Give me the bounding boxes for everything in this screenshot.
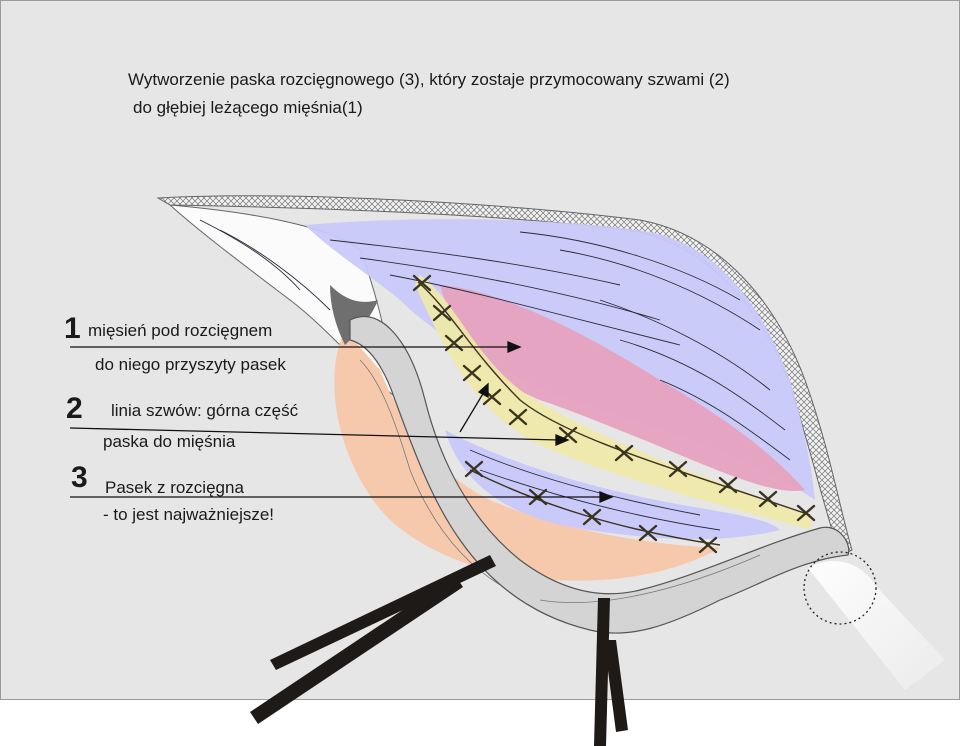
retractor-handle-4 (604, 640, 628, 732)
fat-peach (334, 330, 720, 581)
label-3-line-2: - to jest najważniejsze! (103, 505, 275, 524)
retractor-blade (349, 315, 850, 634)
fascia-strip-yellow (415, 275, 812, 530)
suture-line-lower (469, 469, 721, 546)
pointer-lines (69, 341, 614, 503)
fascia-blue-lower (445, 430, 780, 540)
suture-stitches-lower (464, 460, 718, 554)
label-2-line-1: linia szwów: górna część (111, 401, 299, 420)
retractor-handle-1 (270, 555, 496, 670)
retractor-handle-3 (594, 598, 610, 746)
label-1-line-2: do niego przyszyty pasek (95, 355, 286, 374)
suture-line-upper (417, 281, 811, 516)
caption-line-2: do głębiej leżącego mięśnia(1) (133, 98, 363, 117)
suture-stitches-upper (412, 274, 816, 522)
label-3-line-1: Pasek z rozcięgna (105, 478, 244, 497)
retractor-handle-2 (250, 575, 463, 724)
deep-tissue-grey (330, 285, 378, 345)
muscle-pink (440, 285, 805, 491)
diagram-caption: Wytworzenie paska rozcięgnowego (3), któ… (128, 66, 730, 122)
light-source-ring (803, 551, 877, 625)
label-2-number: 2 (66, 392, 83, 425)
light-beam-icon (808, 561, 945, 690)
label-1-number: 1 (64, 312, 81, 345)
label-3-number: 3 (71, 461, 88, 494)
label-2-line-2: paska do mięśnia (103, 432, 236, 451)
fiber-lines (199, 219, 791, 531)
label-1-line-1: mięsień pod rozcięgnem (88, 321, 273, 340)
caption-line-1: Wytworzenie paska rozcięgnowego (3), któ… (128, 70, 730, 89)
